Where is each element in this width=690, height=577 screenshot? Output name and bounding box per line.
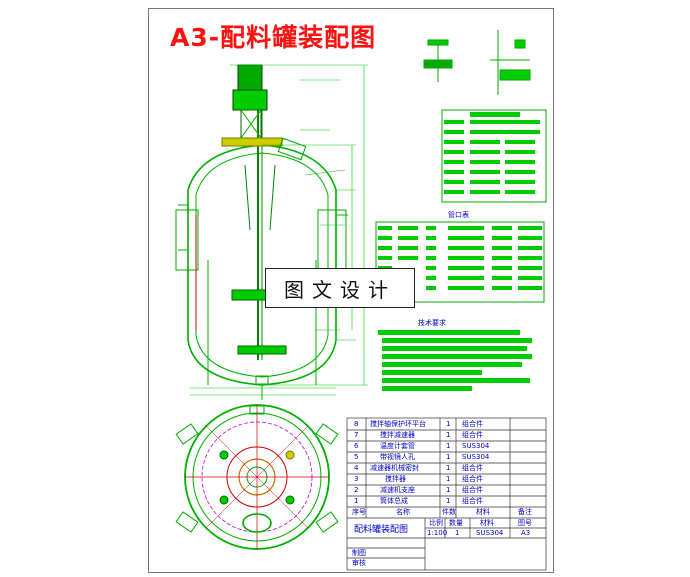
- part-qty: 1: [446, 420, 451, 428]
- part-no: 2: [354, 486, 359, 494]
- part-material: 组合件: [462, 486, 483, 494]
- part-name: 搅拌器: [385, 475, 406, 483]
- part-material: 组合件: [462, 497, 483, 505]
- detail-views: [423, 30, 531, 95]
- part-name: 带视镜人孔: [380, 453, 415, 461]
- part-name: 温度计套管: [380, 442, 415, 450]
- part-name: 减速机支座: [380, 486, 415, 494]
- drawn-by-label: 制图: [352, 549, 366, 557]
- drawing-no-value: A3: [521, 529, 531, 537]
- checked-by-label: 审核: [352, 559, 366, 567]
- header-note: 备注: [518, 508, 532, 516]
- drawing-title: A3-配料罐装配图: [170, 23, 377, 52]
- vessel-top-view: [175, 404, 339, 550]
- part-material: 组合件: [462, 475, 483, 483]
- scale-value: 1:100: [427, 529, 448, 537]
- watermark-label: 图文设计: [265, 268, 415, 308]
- nozzle-table: [375, 221, 545, 303]
- part-qty: 1: [446, 464, 451, 472]
- part-material: 组合件: [462, 464, 483, 472]
- dimension-lines: [190, 64, 368, 396]
- part-no: 6: [354, 442, 359, 450]
- part-name: 减速器机械密封: [370, 464, 419, 472]
- part-qty: 1: [446, 442, 451, 450]
- parts-list-grid: [346, 417, 547, 571]
- header-name: 名称: [396, 508, 410, 516]
- spec-table: [441, 109, 547, 203]
- header-material: 材料: [476, 508, 490, 516]
- part-no: 7: [354, 431, 359, 439]
- qty-value: 1: [455, 529, 460, 537]
- nozzle-table-title: 管口表: [448, 211, 469, 219]
- part-qty: 1: [446, 475, 451, 483]
- header-no: 序号: [352, 508, 366, 516]
- part-name: 搅拌轴保护环平台: [370, 420, 426, 428]
- tech-requirements: [378, 330, 532, 391]
- part-qty: 1: [446, 497, 451, 505]
- qty-label: 数量: [449, 519, 463, 527]
- part-name: 搅拌减速器: [380, 431, 415, 439]
- part-qty: 1: [446, 486, 451, 494]
- part-no: 5: [354, 453, 359, 461]
- vessel-elevation: [175, 64, 348, 400]
- tech-requirements-title: 技术要求: [418, 319, 446, 327]
- part-no: 3: [354, 475, 359, 483]
- part-qty: 1: [446, 453, 451, 461]
- drawing-no-label: 图号: [518, 519, 532, 527]
- part-qty: 1: [446, 431, 451, 439]
- part-material: 组合件: [462, 420, 483, 428]
- part-material: SUS304: [462, 453, 490, 461]
- scale-label: 比例: [429, 519, 443, 527]
- part-material: 组合件: [462, 431, 483, 439]
- part-material: SUS304: [462, 442, 490, 450]
- drawing-name: 配料罐装配图: [354, 525, 409, 535]
- part-name: 筒体总成: [380, 497, 408, 505]
- material-value: SUS304: [476, 529, 504, 537]
- material-label: 材料: [480, 519, 494, 527]
- part-no: 8: [354, 420, 359, 428]
- part-no: 4: [354, 464, 359, 472]
- header-qty: 件数: [442, 508, 456, 516]
- part-no: 1: [354, 497, 359, 505]
